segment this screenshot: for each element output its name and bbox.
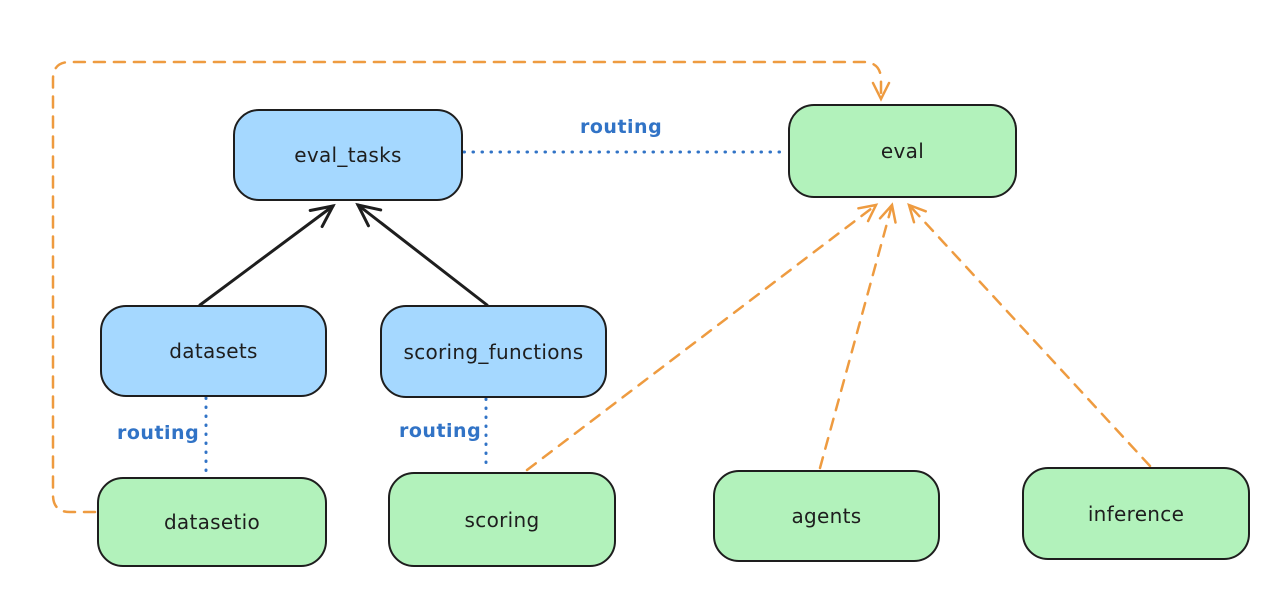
node-eval-label: eval (880, 139, 925, 163)
node-datasetio-label: datasetio (163, 510, 261, 534)
node-agents: agents (713, 470, 940, 562)
node-eval: eval (788, 104, 1017, 198)
edge-inference-to-eval (907, 202, 1152, 468)
routing-label-scoring-functions-scoring: routing (399, 420, 482, 442)
routing-label-eval-tasks-eval: routing (580, 116, 663, 138)
node-datasets-label: datasets (169, 339, 258, 363)
node-scoring-functions-label: scoring_functions (403, 339, 584, 364)
edge-scoring-functions-to-eval-tasks (355, 202, 489, 307)
node-inference: inference (1022, 467, 1250, 560)
edge-datasetio-to-eval (51, 60, 891, 514)
edge-datasets-to-eval-tasks (198, 203, 336, 307)
node-eval-tasks: eval_tasks (233, 109, 463, 201)
node-agents-label: agents (791, 504, 862, 528)
edge-agents-to-eval (818, 202, 897, 470)
node-eval-tasks-label: eval_tasks (294, 143, 402, 167)
node-inference-label: inference (1087, 501, 1185, 526)
node-datasetio: datasetio (97, 477, 327, 567)
node-scoring-functions: scoring_functions (380, 305, 607, 398)
node-datasets: datasets (100, 305, 327, 397)
edge-scoring-to-eval (525, 203, 879, 472)
routing-label-datasets-datasetio: routing (117, 422, 200, 444)
node-scoring-label: scoring (464, 507, 540, 532)
node-scoring: scoring (388, 472, 616, 567)
